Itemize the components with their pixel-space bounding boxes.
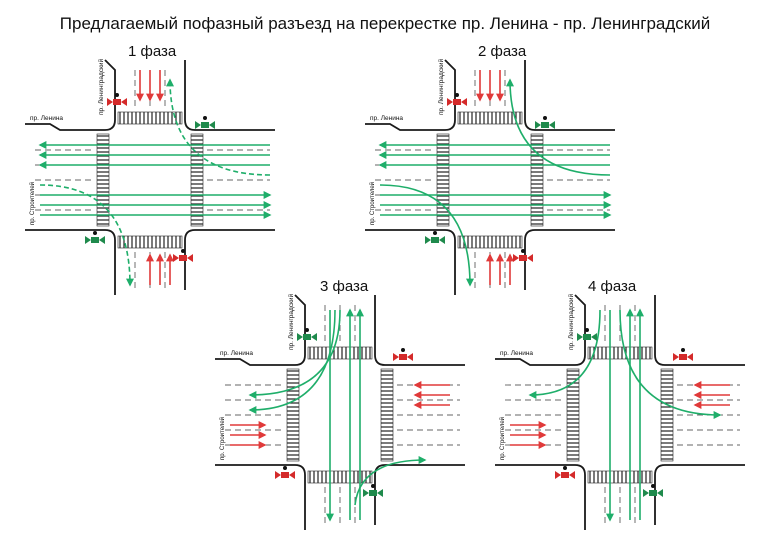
- traffic-light-icon: [393, 348, 413, 361]
- crosswalk-west: [566, 368, 580, 462]
- traffic-light-icon: [577, 328, 597, 341]
- arrow-turn-south: [39, 184, 134, 287]
- crosswalk-west: [286, 368, 300, 462]
- traffic-light-icon: [297, 328, 317, 341]
- crosswalk-east: [380, 368, 394, 462]
- street-label-leningradsky: пр. Ленинградский: [567, 293, 575, 350]
- arrow-turn-east: [619, 309, 722, 419]
- crosswalk-east: [660, 368, 674, 462]
- crosswalk-north: [307, 346, 373, 360]
- traffic-light-icon: [513, 249, 533, 262]
- traffic-light-icon: [363, 484, 383, 497]
- phase-2-label: 2 фаза: [478, 43, 527, 60]
- phase-1-label: 1 фаза: [128, 43, 177, 60]
- crosswalk-south: [307, 470, 373, 484]
- lane-markings: [375, 70, 610, 290]
- lane-markings: [35, 70, 270, 290]
- crosswalk-south: [587, 470, 653, 484]
- lane-markings: [225, 305, 460, 525]
- street-label-leningradsky: пр. Ленинградский: [287, 293, 295, 350]
- street-label-lenina: пр. Ленина: [370, 115, 403, 122]
- arrow-turn-west: [248, 309, 341, 399]
- arrow-turn-north: [166, 78, 271, 176]
- traffic-light-icon: [275, 466, 295, 479]
- street-label-leningradsky: пр. Ленинградский: [97, 58, 105, 115]
- road-outline: [365, 59, 615, 295]
- crosswalk-east: [530, 133, 544, 227]
- phase-1-panel: 1 фаза пр. Ленина пр. Ленинградский пр. Ст…: [20, 40, 360, 295]
- traffic-light-icon: [195, 116, 215, 129]
- phase-4-label: 4 фаза: [588, 278, 637, 295]
- crosswalk-south: [117, 235, 183, 249]
- street-label-stroiteley: пр. Строителей: [219, 417, 226, 460]
- street-label-leningradsky: пр. Ленинградский: [437, 58, 445, 115]
- traffic-light-icon: [673, 348, 693, 361]
- arrow-turn-west-2: [248, 309, 336, 414]
- arrow-turn-south: [379, 184, 474, 287]
- traffic-light-icon: [643, 484, 663, 497]
- arrow-turn-east: [354, 456, 427, 506]
- phase-2-panel: 2 фаза пр. Ленина пр. Ленинградский пр. Ст…: [360, 40, 700, 295]
- traffic-light-icon: [107, 93, 127, 106]
- traffic-light-icon: [85, 231, 105, 244]
- street-label-lenina: пр. Ленина: [500, 350, 533, 357]
- crosswalk-north: [117, 111, 183, 125]
- street-label-stroiteley: пр. Строителей: [369, 182, 376, 225]
- crosswalk-north: [587, 346, 653, 360]
- crosswalk-west: [436, 133, 450, 227]
- street-label-lenina: пр. Ленина: [220, 350, 253, 357]
- phase-2-intersection: пр. Ленина пр. Ленинградский пр. Строителе…: [365, 58, 615, 295]
- road-outline: [215, 294, 465, 530]
- diagram-title: Предлагаемый пофазный разъезд на перекре…: [59, 14, 711, 33]
- phase-4-intersection: пр. Ленина пр. Ленинградский пр. Строителе…: [495, 293, 745, 530]
- phase-1-intersection: пр. Ленина пр. Ленинградский пр. Строителе…: [25, 58, 275, 295]
- street-label-stroiteley: пр. Строителей: [499, 417, 506, 460]
- traffic-light-icon: [555, 466, 575, 479]
- arrow-turn-north: [506, 78, 611, 176]
- traffic-light-icon: [173, 249, 193, 262]
- crosswalk-north: [457, 111, 523, 125]
- crosswalk-south: [457, 235, 523, 249]
- road-outline: [25, 59, 275, 295]
- crosswalk-west: [96, 133, 110, 227]
- street-label-lenina: пр. Ленина: [30, 115, 63, 122]
- street-label-stroiteley: пр. Строителей: [29, 182, 36, 225]
- traffic-light-icon: [425, 231, 445, 244]
- phase-3-label: 3 фаза: [320, 278, 369, 295]
- arrow-turn-west: [528, 309, 601, 399]
- phase-4-panel: 4 фаза пр. Ленина пр. Ленинградский пр. Ст…: [490, 275, 770, 530]
- phase-3-intersection: пр. Ленина пр. Ленинградский пр. Строителе…: [215, 293, 465, 530]
- crosswalk-east: [190, 133, 204, 227]
- traffic-light-icon: [447, 93, 467, 106]
- traffic-light-icon: [535, 116, 555, 129]
- road-outline: [495, 294, 745, 530]
- phase-3-panel: 3 фаза пр. Ленина пр. Ленинградский пр. Ст…: [210, 275, 550, 530]
